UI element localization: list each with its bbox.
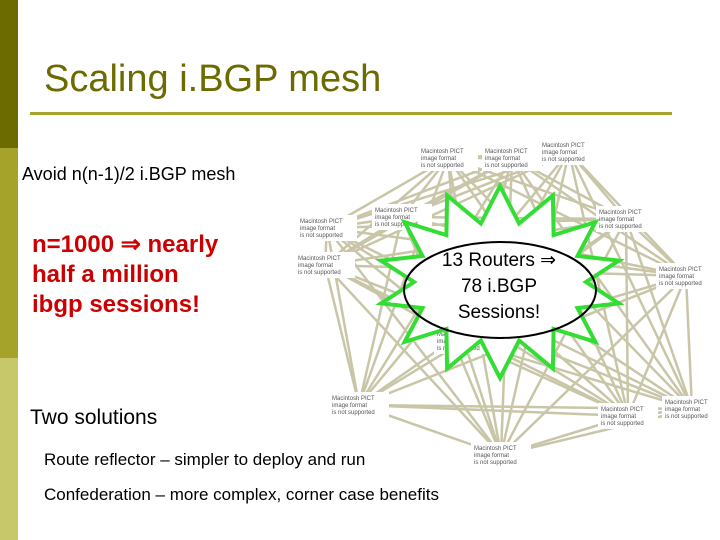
solutions-heading: Two solutions xyxy=(30,406,157,430)
placeholder-text: is not supported xyxy=(474,460,517,466)
callout-nearly: nearly xyxy=(141,231,218,258)
placeholder-text: is not supported xyxy=(332,410,375,416)
callout-line-3: ibgp sessions! xyxy=(32,290,292,320)
placeholder-text: Macintosh PICT xyxy=(332,396,375,402)
placeholder-text: is not supported xyxy=(542,157,585,163)
placeholder-text: Macintosh PICT xyxy=(485,149,528,155)
placeholder-text: image format xyxy=(659,274,694,280)
burst-line-2: 78 i.BGP xyxy=(414,274,584,300)
placeholder-text: Macintosh PICT xyxy=(474,446,517,452)
placeholder-text: image format xyxy=(665,407,700,413)
placeholder-text: is not supported xyxy=(485,163,528,169)
burst-line-3: Sessions! xyxy=(414,300,584,326)
placeholder-text: image format xyxy=(332,403,367,409)
placeholder-text: Macintosh PICT xyxy=(599,210,642,216)
placeholder-text: is not supported xyxy=(659,281,702,287)
half-million-callout: n=1000 ⇒ nearly half a million ibgp sess… xyxy=(32,230,292,320)
mesh-session-line xyxy=(686,276,692,409)
placeholder-text: is not supported xyxy=(665,414,708,420)
placeholder-text: image format xyxy=(474,453,509,459)
placeholder-text: image format xyxy=(298,263,333,269)
placeholder-text: image format xyxy=(599,217,634,223)
placeholder-text: Macintosh PICT xyxy=(300,219,343,225)
burst-router-count: 13 Routers xyxy=(442,250,540,271)
placeholder-text: is not supported xyxy=(599,224,642,230)
solution-confederation: Confederation – more complex, corner cas… xyxy=(44,485,439,505)
placeholder-text: image format xyxy=(300,226,335,232)
placeholder-text: Macintosh PICT xyxy=(375,208,418,214)
placeholder-text: Macintosh PICT xyxy=(665,400,708,406)
placeholder-text: Macintosh PICT xyxy=(421,149,464,155)
mesh-session-line xyxy=(325,265,359,405)
callout-line-1: n=1000 ⇒ nearly xyxy=(32,230,292,260)
implies-arrow-icon: ⇒ xyxy=(121,231,141,258)
implies-arrow-icon: ⇒ xyxy=(540,250,556,271)
placeholder-text: is not supported xyxy=(421,163,464,169)
placeholder-text: is not supported xyxy=(300,233,343,239)
placeholder-text: Macintosh PICT xyxy=(601,407,644,413)
callout-n-value: n=1000 xyxy=(32,231,121,258)
burst-line-1: 13 Routers ⇒ xyxy=(414,248,584,274)
placeholder-text: image format xyxy=(375,215,410,221)
mesh-session-line xyxy=(626,219,628,416)
placeholder-text: Macintosh PICT xyxy=(659,267,702,273)
placeholder-text: Macintosh PICT xyxy=(542,143,585,149)
placeholder-text: Macintosh PICT xyxy=(298,256,341,262)
placeholder-text: image format xyxy=(542,150,577,156)
placeholder-text: image format xyxy=(601,414,636,420)
placeholder-text: is not supported xyxy=(298,270,341,276)
callout-line-2: half a million xyxy=(32,260,292,290)
placeholder-text: image format xyxy=(485,156,520,162)
solution-route-reflector: Route reflector – simpler to deploy and … xyxy=(44,450,365,470)
placeholder-text: is not supported xyxy=(601,421,644,427)
burst-label: 13 Routers ⇒ 78 i.BGP Sessions! xyxy=(414,248,584,326)
placeholder-text: image format xyxy=(421,156,456,162)
avoid-mesh-text: Avoid n(n-1)/2 i.BGP mesh xyxy=(22,164,235,185)
